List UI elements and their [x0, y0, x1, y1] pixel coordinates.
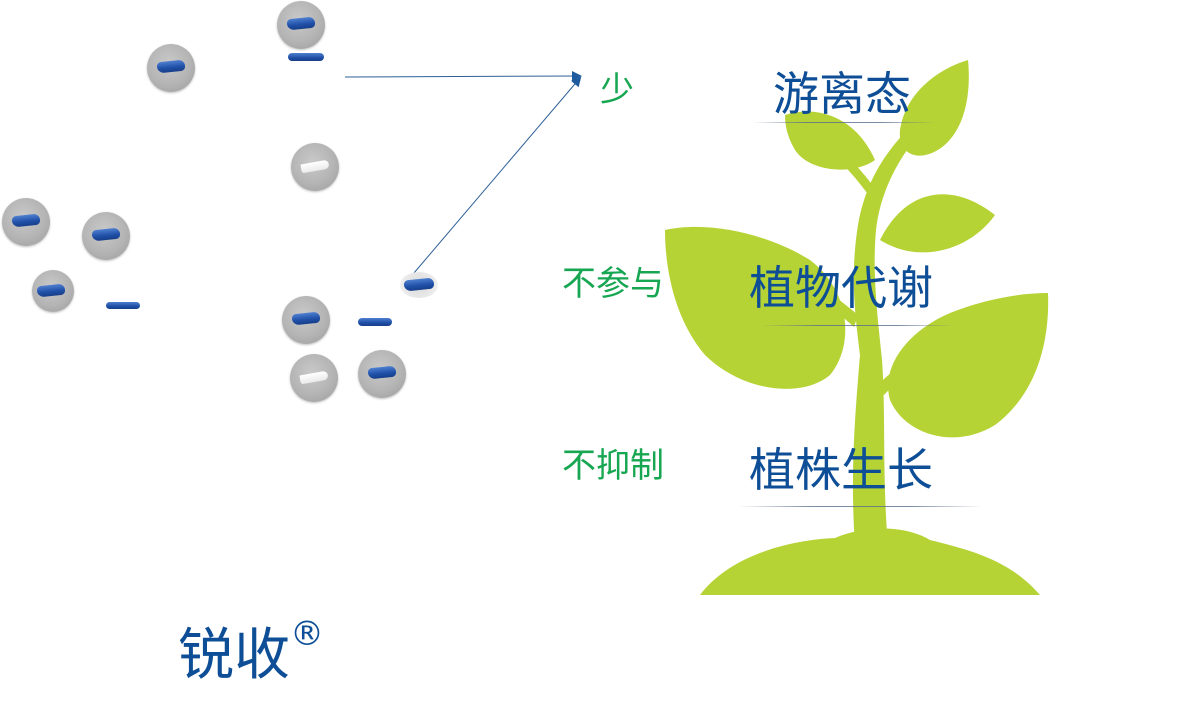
- registered-mark: ®: [290, 614, 324, 654]
- plant-big-left-leaf: [665, 226, 846, 389]
- empty-molecule-icon: [299, 370, 329, 385]
- molecule-icon: [358, 318, 392, 326]
- molecule-icon: [36, 283, 66, 298]
- molecule-icon: [403, 277, 435, 292]
- plant-mid-right-leaf: [880, 194, 995, 253]
- coated-particle-icon: [282, 296, 330, 344]
- molecule-icon: [291, 311, 321, 326]
- metabolism-underline: [760, 325, 955, 326]
- molecule-icon: [286, 16, 316, 31]
- plant-stem: [852, 125, 920, 545]
- plant-big-right-leaf: [888, 293, 1049, 438]
- molecule-icon: [11, 213, 41, 228]
- arrow-diagonal: [407, 76, 582, 281]
- coated-particle-icon: [277, 1, 325, 49]
- plant-top-left-leaf: [785, 111, 875, 170]
- coated-particle-icon: [147, 44, 195, 92]
- arrow-horizontal: [344, 71, 582, 82]
- label-few: 少: [600, 70, 634, 110]
- coated-particle-icon: [358, 350, 406, 398]
- label-growth: 植株生长: [749, 443, 933, 497]
- plant-silhouette-icon: [665, 60, 1049, 595]
- coated-particle-icon: [291, 143, 339, 191]
- molecule-icon: [156, 59, 186, 74]
- coated-particle-icon: [290, 354, 338, 402]
- label-metabolism: 植物代谢: [749, 261, 933, 315]
- molecule-icon: [288, 53, 324, 61]
- coated-particle-icon: [82, 212, 130, 260]
- free-state-underline: [752, 122, 937, 123]
- coated-particle-icon: [32, 270, 74, 312]
- plant-top-right-leaf: [899, 60, 969, 156]
- molecule-icon: [367, 365, 397, 380]
- empty-molecule-icon: [300, 159, 330, 174]
- coated-particle-icon: [400, 272, 438, 298]
- molecule-icon: [106, 302, 140, 309]
- plant-shape: [665, 60, 1049, 595]
- brand-text: 锐收: [178, 623, 290, 688]
- molecule-icon: [91, 227, 121, 242]
- brand-name: 锐收®: [178, 610, 324, 691]
- plant-ground: [700, 528, 1040, 595]
- label-not-participate: 不参与: [562, 264, 664, 304]
- label-free-state: 游离态: [773, 67, 911, 121]
- coated-particle-icon: [2, 198, 50, 246]
- growth-underline: [738, 506, 983, 507]
- label-not-inhibit: 不抑制: [562, 446, 664, 486]
